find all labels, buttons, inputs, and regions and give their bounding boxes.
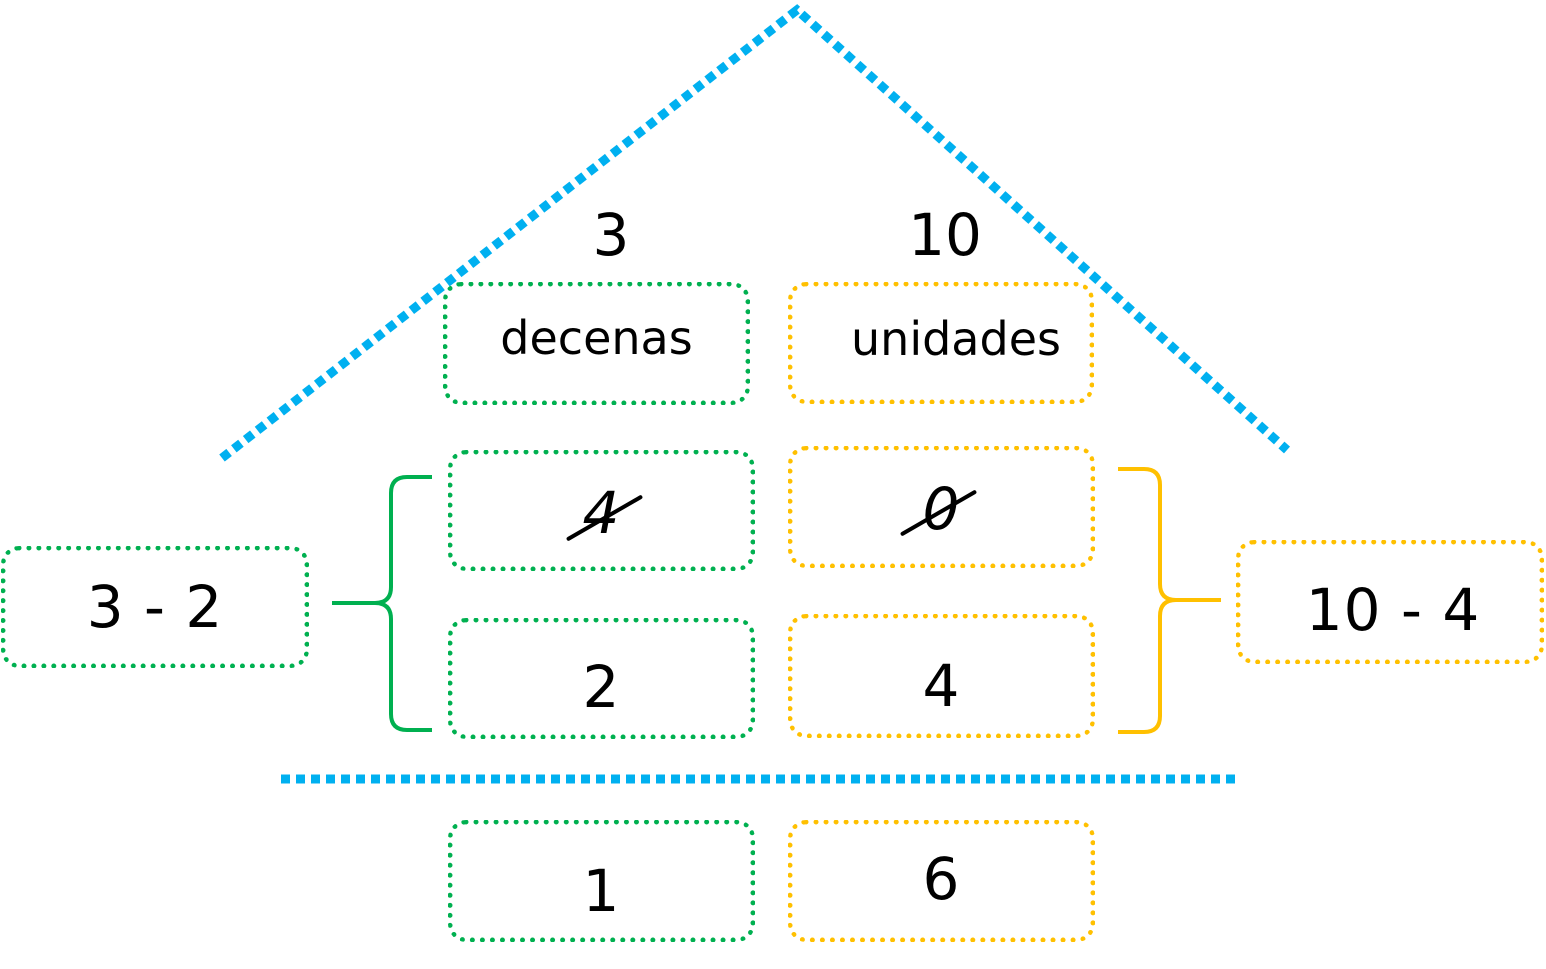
decenas-subtrahend-value: 2: [582, 652, 621, 721]
unidades-subtrahend-box: 4: [788, 614, 1095, 738]
roof-line: [219, 4, 1291, 462]
unidades-header-number: 10: [908, 201, 982, 269]
unidades-minuend-box: 0: [788, 446, 1095, 568]
decenas-result-value: 1: [582, 857, 621, 925]
decenas-result-box: 1: [448, 820, 755, 942]
unidades-result-value: 6: [922, 845, 961, 913]
unidades-header-label: unidades: [851, 312, 1061, 366]
decenas-header-number: 3: [592, 201, 630, 269]
decenas-minuend-box: 4: [448, 450, 755, 571]
unidades-header-box: unidades: [788, 282, 1094, 404]
decenas-subtrahend-box: 2: [448, 618, 755, 739]
unidades-operation-text: 10 - 4: [1305, 576, 1481, 644]
decenas-brace: [332, 475, 432, 732]
unidades-operation-box: 10 - 4: [1236, 540, 1544, 664]
decenas-header-label: decenas: [500, 310, 693, 365]
decenas-operation-box: 3 - 2: [1, 546, 309, 668]
decenas-header-box: decenas: [443, 282, 750, 405]
decenas-operation-text: 3 - 2: [86, 573, 224, 641]
unidades-result-box: 6: [788, 820, 1095, 942]
unidades-subtrahend-value: 4: [922, 652, 961, 720]
unidades-brace: [1118, 467, 1221, 734]
